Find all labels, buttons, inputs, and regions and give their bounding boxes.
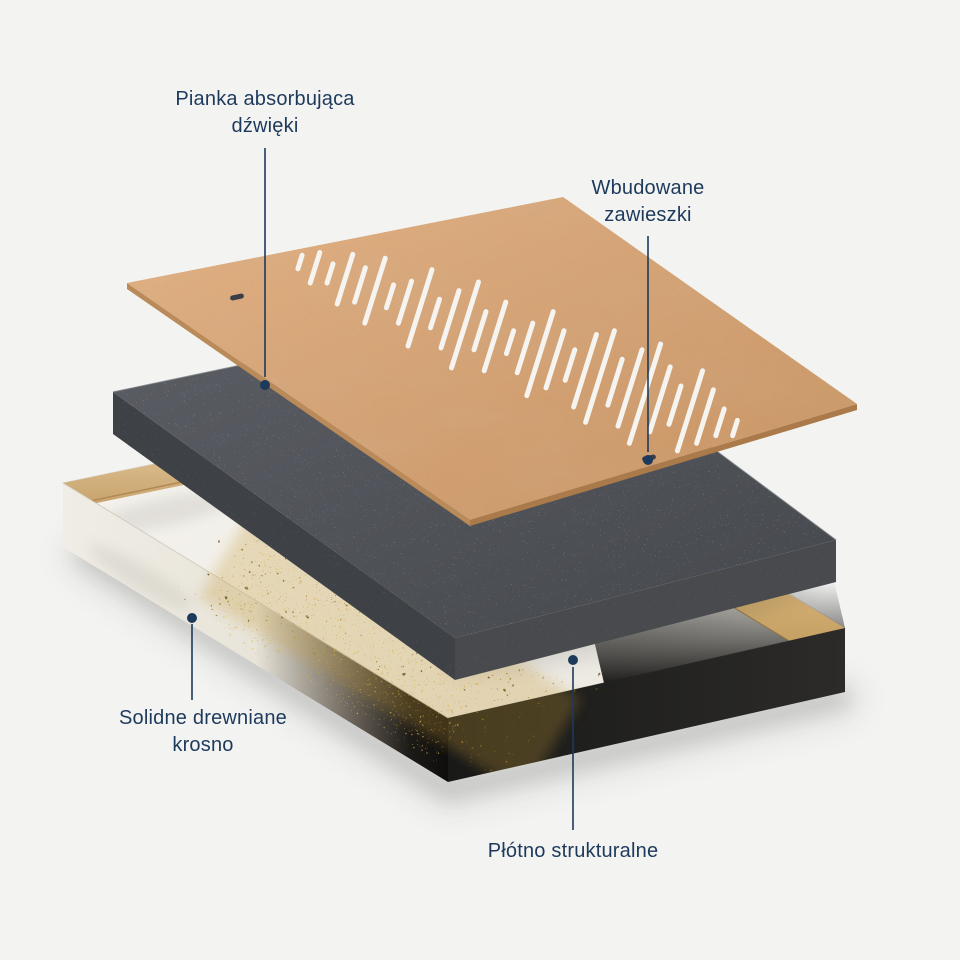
soundwave-slot — [471, 309, 489, 353]
label-frame-line1: Solidne drewniane — [119, 707, 287, 729]
label-hangers: Wbudowane zawieszki — [592, 175, 705, 229]
soundwave-slots — [295, 250, 740, 454]
soundwave-slot — [674, 368, 706, 454]
soundwave-slot — [571, 332, 599, 410]
soundwave-slot — [395, 278, 415, 326]
soundwave-slot — [543, 328, 567, 391]
board-thickness-left — [127, 283, 470, 526]
soundwave-slot — [730, 417, 740, 439]
soundwave-slot — [449, 279, 481, 371]
leader-dot-foam — [260, 380, 270, 390]
soundwave-slot — [307, 250, 323, 286]
board-thickness-right — [470, 404, 857, 526]
soundwave-slot — [428, 296, 442, 331]
soundwave-slot — [383, 282, 397, 311]
soundwave-slot — [666, 383, 684, 427]
marble-streak-side — [88, 544, 192, 610]
soundwave-slot — [324, 261, 336, 286]
label-foam-line2: dźwięki — [231, 115, 299, 137]
leader-dot-frame — [187, 613, 197, 623]
soundwave-slot — [334, 251, 356, 307]
soundwave-slot — [352, 265, 368, 305]
soundwave-slot — [605, 356, 625, 408]
marble-streak-1 — [94, 491, 236, 533]
soundwave-slot — [713, 406, 727, 439]
soundwave-slot — [503, 328, 517, 357]
leader-dot-hangers — [643, 455, 653, 465]
foam-texture-left — [113, 392, 455, 680]
label-frame-line2: krosno — [172, 734, 234, 756]
soundwave-slot — [615, 347, 645, 429]
label-hangers-line1: Wbudowane — [591, 177, 705, 199]
soundwave-slot — [562, 347, 578, 383]
soundwave-slot — [626, 341, 664, 446]
glitter-speckles-fine — [213, 546, 487, 764]
label-canvas: Płótno strukturalne — [488, 838, 659, 865]
soundwave-slot — [514, 320, 536, 376]
soundwave-slot — [583, 328, 617, 425]
leader-dot-canvas — [568, 655, 578, 665]
label-frame: Solidne drewniane krosno — [119, 705, 287, 759]
label-canvas-line1: Płótno strukturalne — [487, 840, 659, 862]
perforated-board-layer — [127, 197, 857, 526]
soundwave-slot — [295, 252, 305, 272]
label-hangers-line2: zawieszki — [604, 204, 692, 226]
soundwave-slot — [438, 288, 462, 351]
soundwave-slot — [647, 364, 673, 435]
soundwave-slot — [694, 387, 716, 446]
leader-lines — [187, 148, 653, 830]
soundwave-slot — [524, 309, 556, 399]
hanger-slot-left — [230, 293, 244, 301]
soundwave-slot — [405, 267, 435, 349]
label-foam-layer: Pianka absorbująca dźwięki — [175, 86, 354, 140]
foam-texture-right — [455, 540, 836, 680]
label-foam-line1: Pianka absorbująca — [175, 88, 355, 110]
soundwave-slot — [481, 299, 509, 374]
soundwave-slot — [362, 255, 388, 326]
